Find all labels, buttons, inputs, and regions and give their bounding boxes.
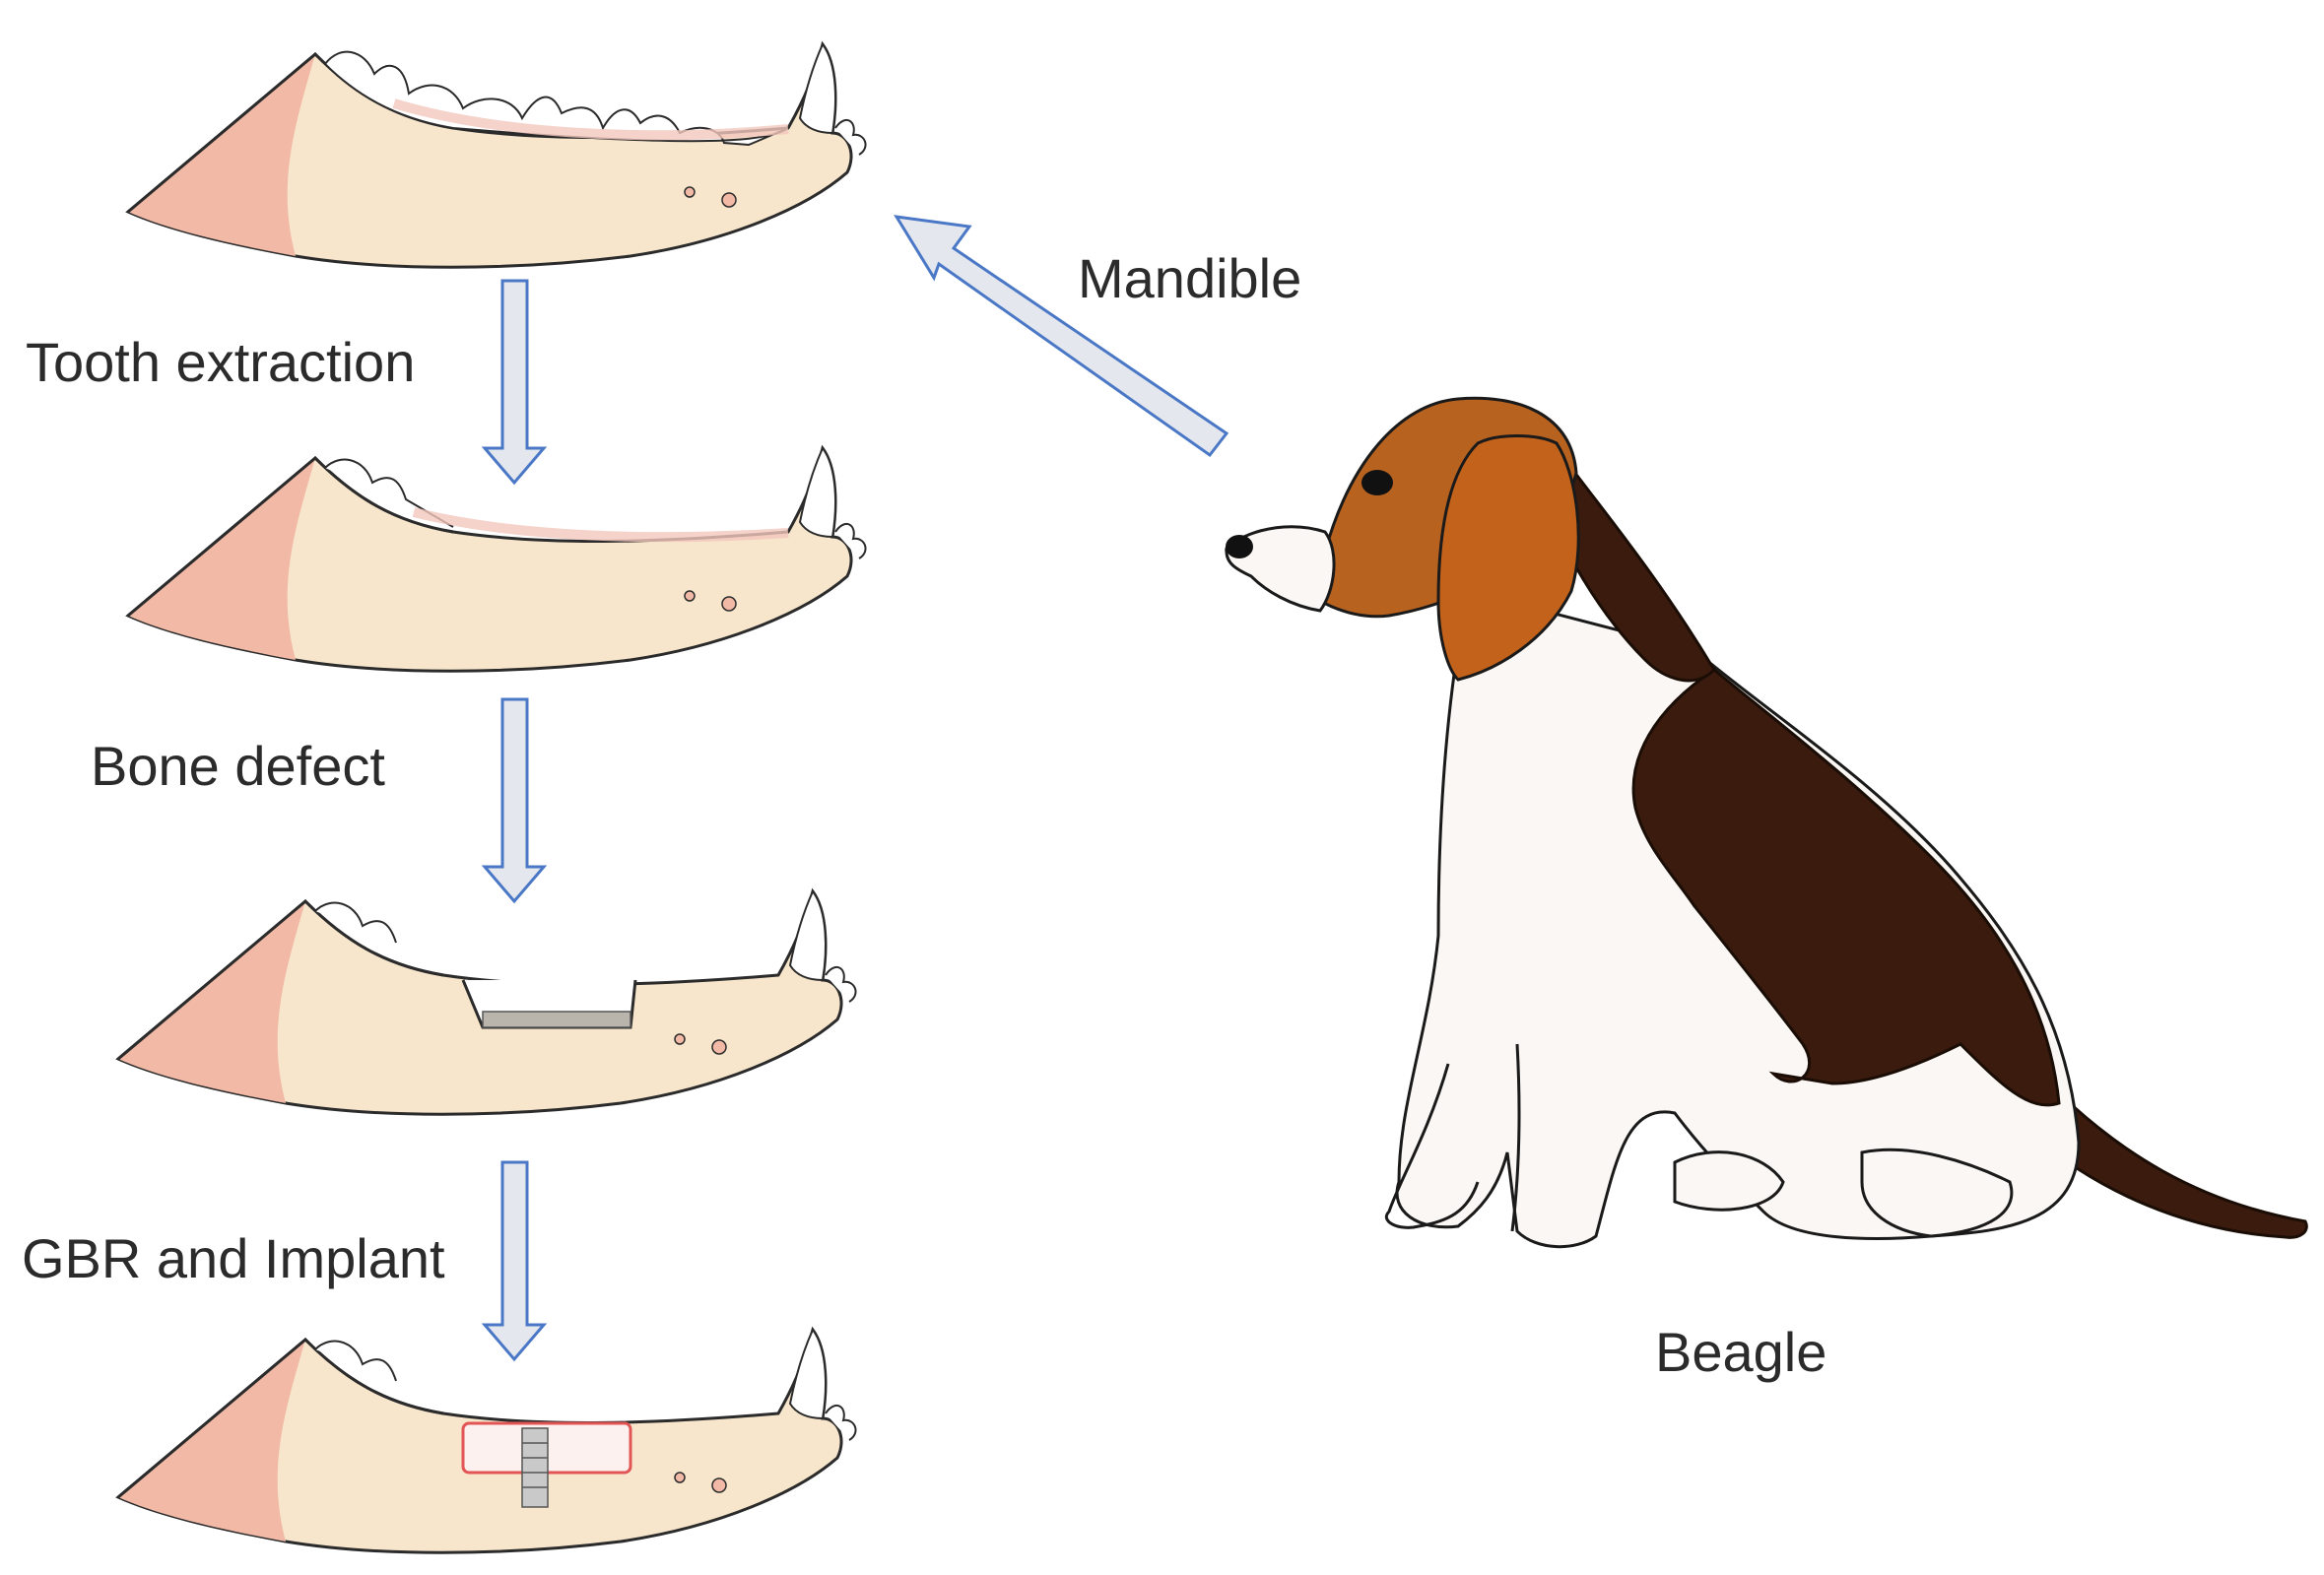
- beagle-front-legs: [1385, 1063, 1480, 1229]
- jaw-gbr-implant: [116, 1328, 858, 1554]
- mandible-arrow: [894, 215, 1229, 458]
- down-arrow-1: [481, 279, 548, 486]
- down-arrow-3: [481, 1160, 548, 1362]
- beagle-label: Beagle: [1655, 1321, 1827, 1383]
- beagle-nose: [1226, 535, 1253, 558]
- jaw-bone-defect: [116, 889, 858, 1116]
- down-arrow-2: [481, 697, 548, 904]
- step-label-tooth-extraction: Tooth extraction: [26, 331, 416, 393]
- step-label-bone-defect: Bone defect: [91, 735, 385, 797]
- mandible-label: Mandible: [1078, 247, 1302, 309]
- beagle-saddle: [1631, 668, 2061, 1107]
- beagle-illustration: [1225, 396, 2308, 1249]
- jaw-extracted: [126, 446, 868, 673]
- beagle-eye: [1361, 470, 1393, 495]
- jaw-with-teeth: [126, 42, 868, 269]
- implant-screw: [521, 1427, 549, 1508]
- beagle-ear: [1436, 434, 1580, 682]
- step-label-gbr-implant: GBR and Implant: [22, 1227, 445, 1289]
- beagle-hind-paw: [1673, 1150, 1785, 1212]
